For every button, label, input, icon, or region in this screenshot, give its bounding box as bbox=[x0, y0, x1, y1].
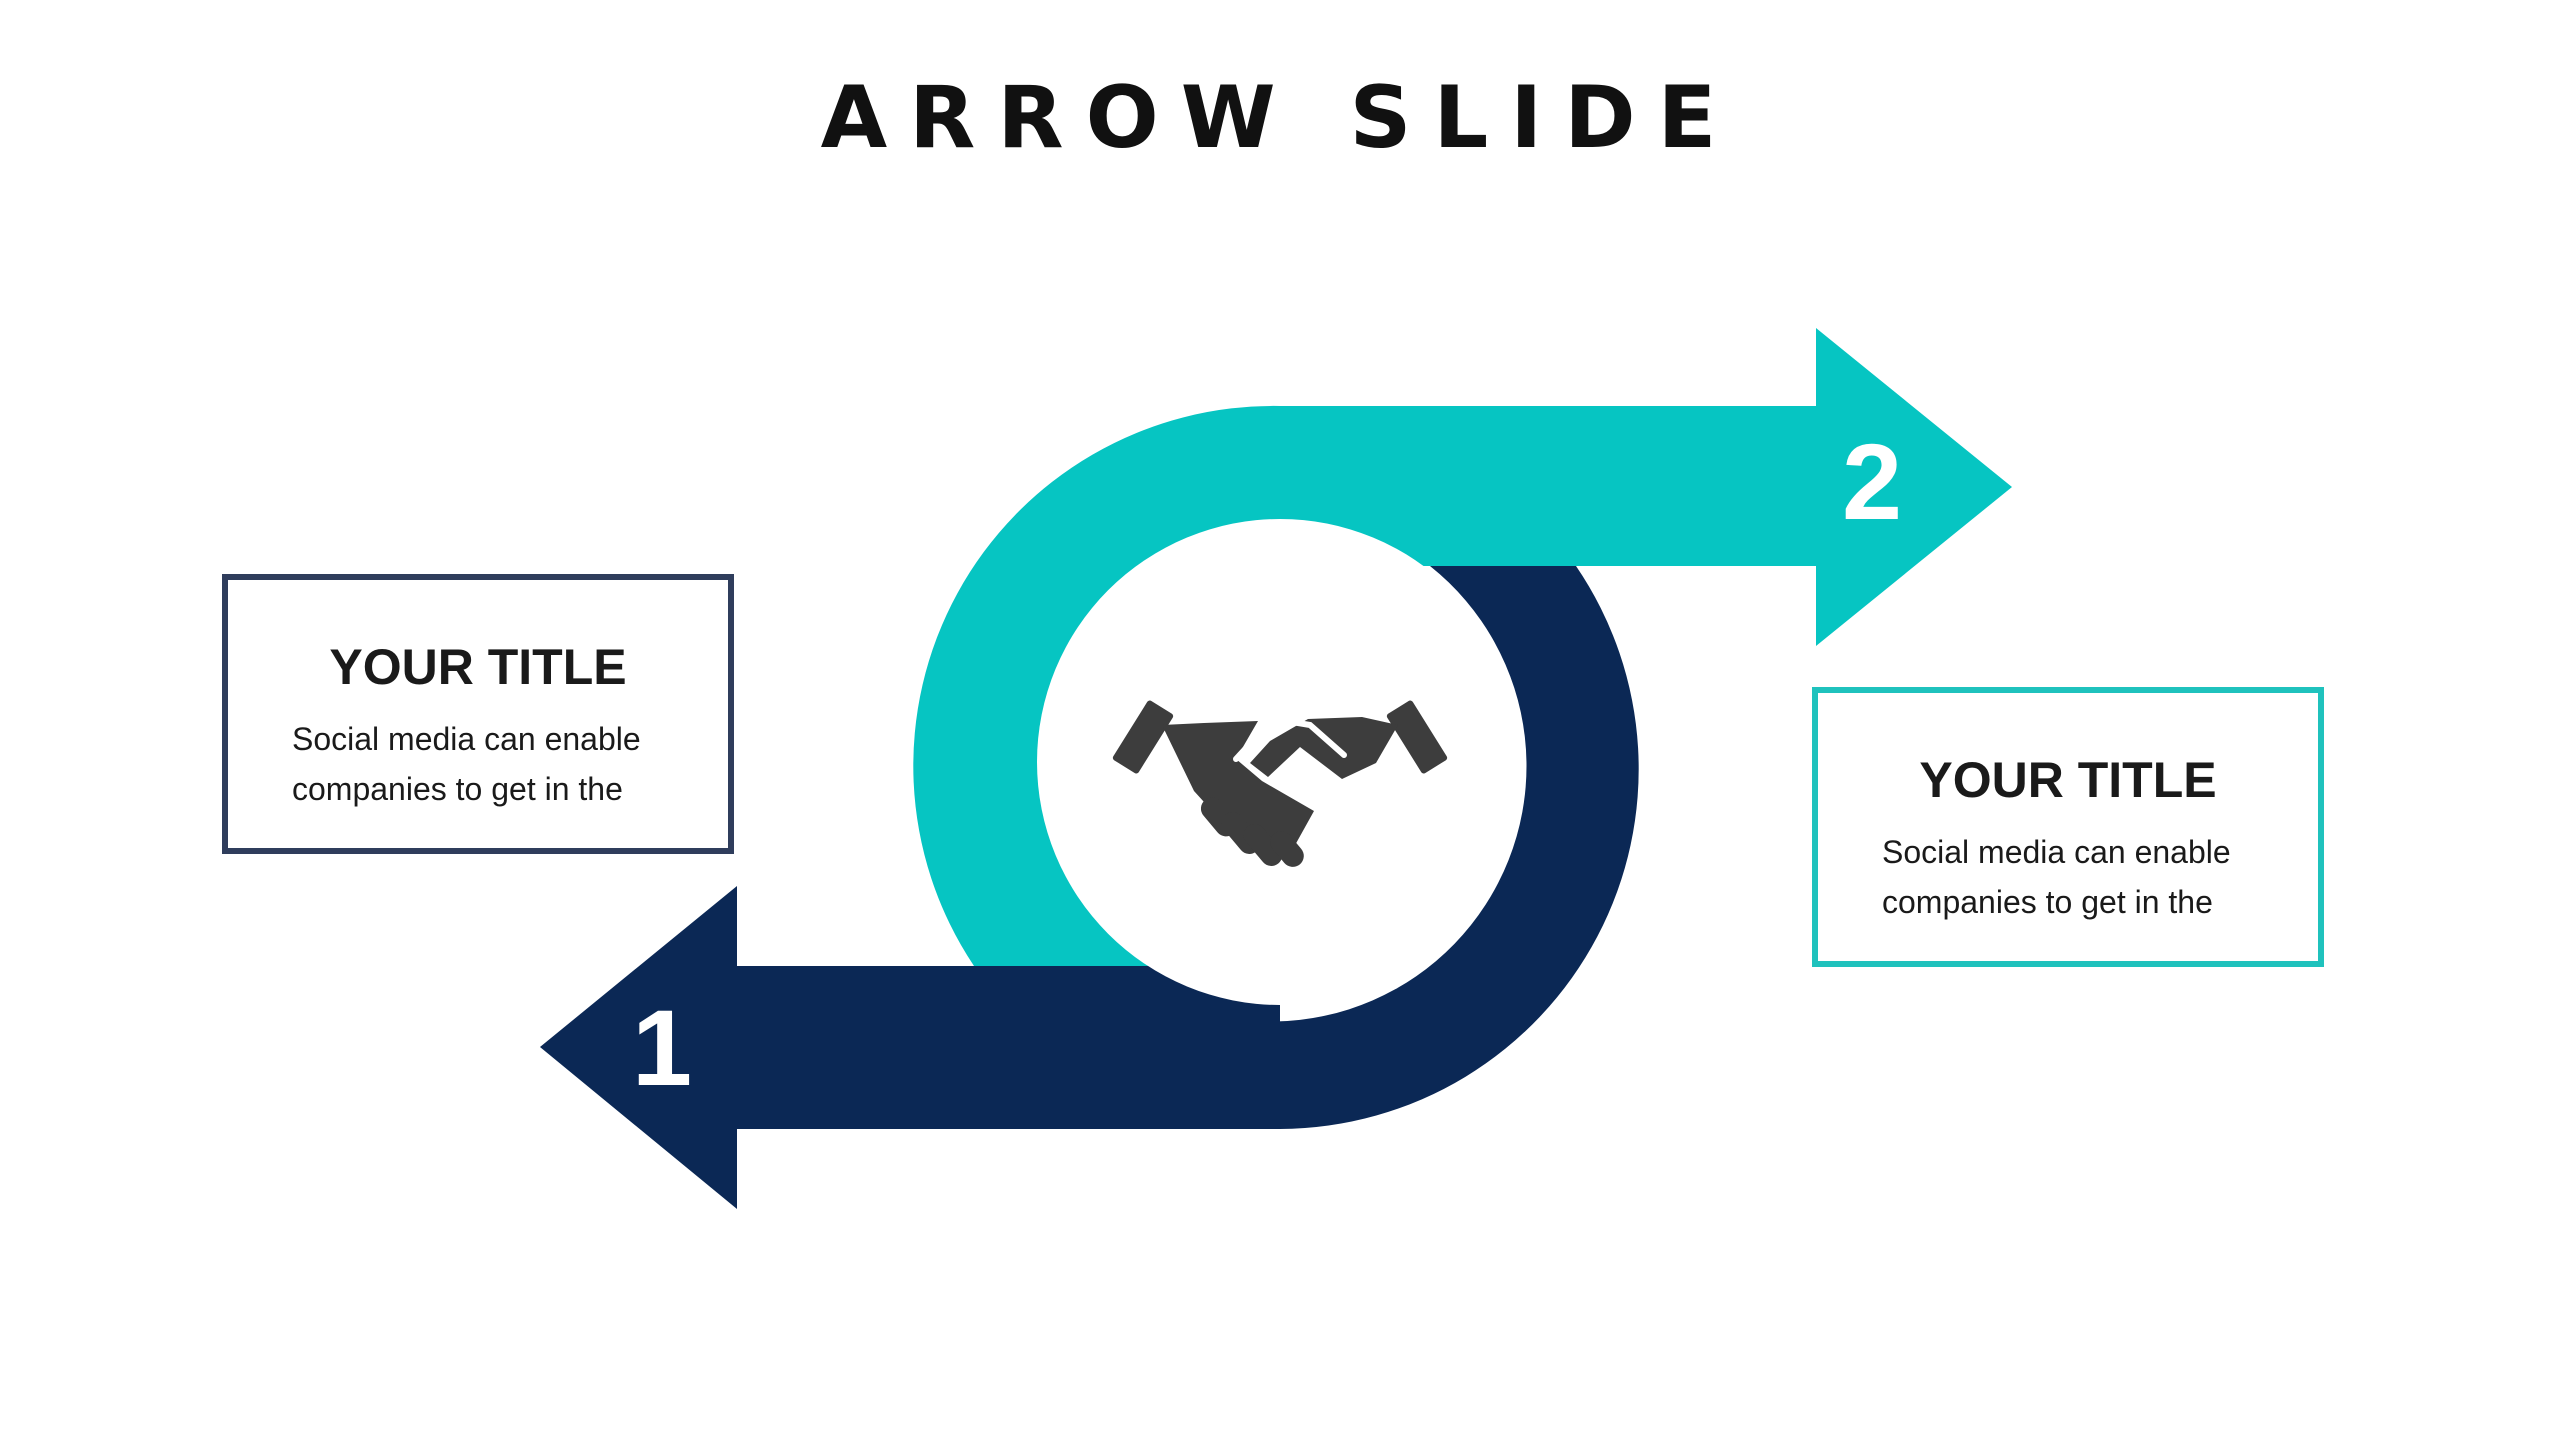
card-1-title: YOUR TITLE bbox=[329, 639, 627, 695]
step-number-2: 2 bbox=[1842, 421, 1902, 542]
teal-arrow-shaft bbox=[1280, 328, 2012, 646]
handshake-icon bbox=[1112, 700, 1448, 867]
card-2-title: YOUR TITLE bbox=[1919, 752, 2217, 808]
navy-arrow-arc bbox=[1050, 566, 1639, 1129]
text-card-1: YOUR TITLE Social media can enable compa… bbox=[222, 574, 734, 854]
navy-arrow-shaft bbox=[540, 886, 1280, 1209]
slide-title: ARROW SLIDE bbox=[820, 68, 1739, 168]
step-number-1: 1 bbox=[632, 987, 692, 1108]
text-card-2: YOUR TITLE Social media can enable compa… bbox=[1812, 687, 2324, 967]
navy-arrow bbox=[540, 566, 1639, 1209]
teal-arrow-arc bbox=[913, 405, 1430, 966]
card-1-body: Social media can enable companies to get… bbox=[292, 721, 641, 807]
teal-arrow bbox=[913, 328, 2012, 966]
card-2-body: Social media can enable companies to get… bbox=[1882, 834, 2231, 920]
